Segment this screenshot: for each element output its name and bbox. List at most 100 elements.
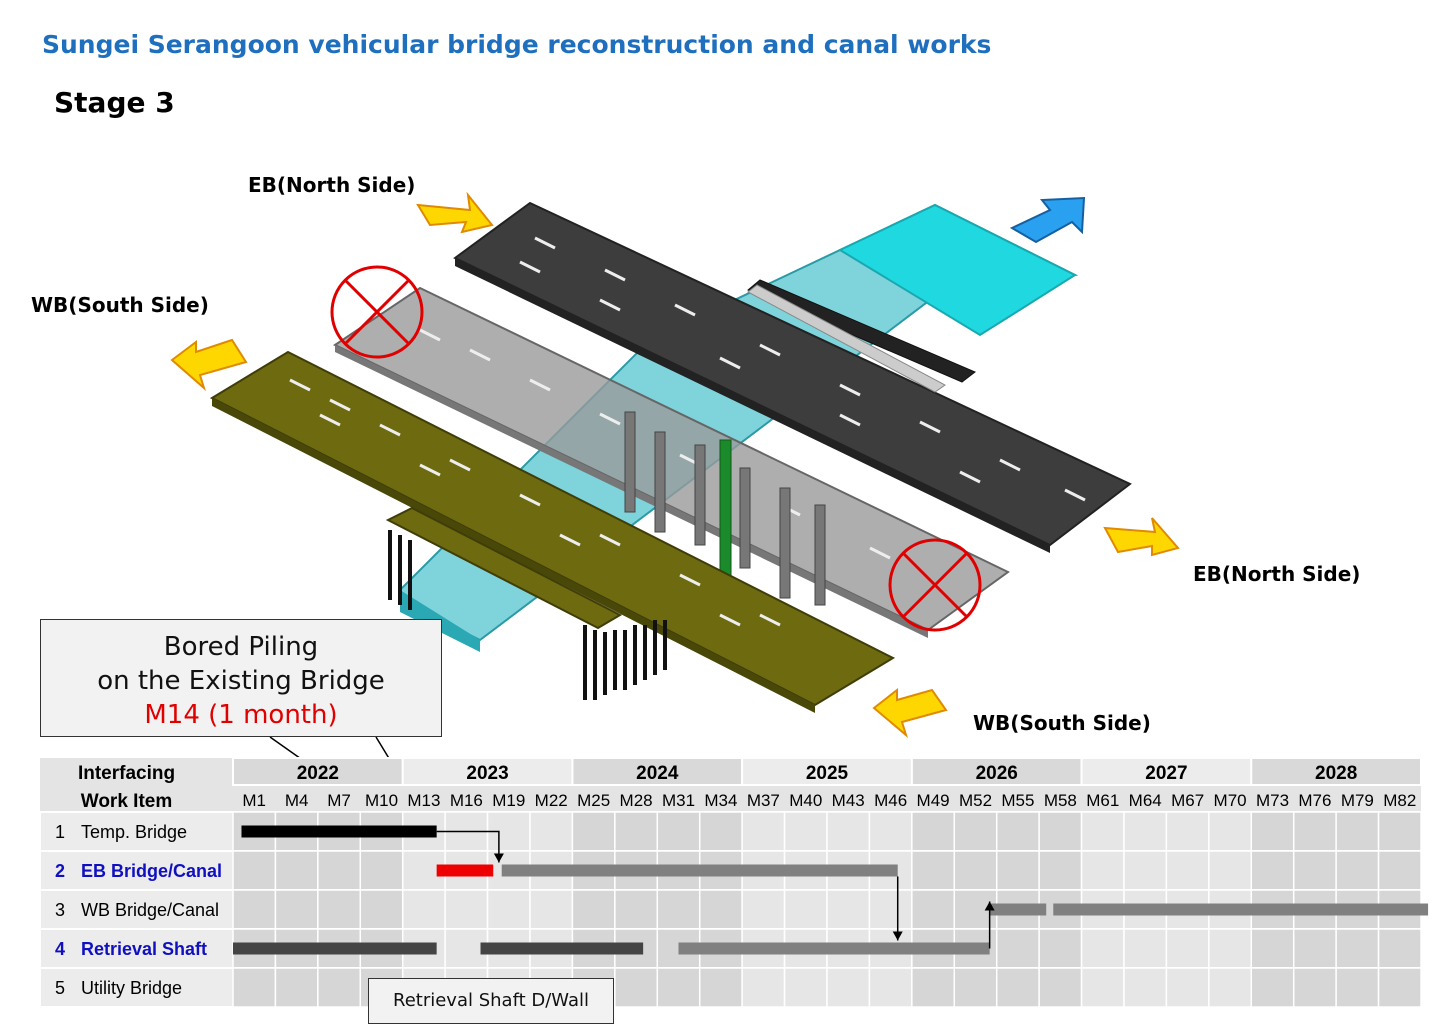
- month-label: M52: [959, 791, 992, 810]
- gantt-cell: [995, 967, 1040, 1008]
- gantt-cell: [571, 889, 616, 930]
- gantt-cell: [1080, 811, 1125, 852]
- month-label: M34: [704, 791, 737, 810]
- steel-beam: [747, 279, 976, 383]
- gantt-bar: [233, 942, 437, 955]
- gantt-cell: [911, 850, 956, 891]
- month-label: M37: [747, 791, 780, 810]
- gantt-cell: [1165, 811, 1210, 852]
- eb-bridge-edge: [455, 258, 1050, 553]
- gantt-cell: [698, 811, 743, 852]
- gantt-cell: [1080, 928, 1125, 969]
- row-number: 2: [55, 861, 65, 881]
- row-label: Temp. Bridge: [81, 822, 187, 842]
- gantt-cell: [1038, 850, 1083, 891]
- gantt-cell: [1123, 967, 1168, 1008]
- concrete-beam: [747, 284, 946, 393]
- month-label: M64: [1129, 791, 1162, 810]
- gantt-cell: [1335, 811, 1380, 852]
- bored-piling-callout: Bored Piling on the Existing Bridge M14 …: [40, 619, 442, 737]
- gantt-cell: [614, 889, 659, 930]
- gantt-cell: [698, 967, 743, 1008]
- gantt-cell: [1165, 850, 1210, 891]
- year-cell: [401, 757, 574, 786]
- gantt-cell: [911, 889, 956, 930]
- gantt-cell: [1208, 967, 1253, 1008]
- month-label: M70: [1214, 791, 1247, 810]
- row-number: 5: [55, 978, 65, 998]
- month-label: M49: [917, 791, 950, 810]
- month-label: M19: [492, 791, 525, 810]
- month-label: M40: [789, 791, 822, 810]
- year-cell: [1080, 757, 1253, 786]
- gantt-cell: [1250, 811, 1295, 852]
- month-label: M10: [365, 791, 398, 810]
- month-label: M73: [1256, 791, 1289, 810]
- row-number: 1: [55, 822, 65, 842]
- gantt-cell: [826, 967, 871, 1008]
- eb-north-label-top: EB(North Side): [248, 173, 416, 197]
- gantt-cell: [1250, 928, 1295, 969]
- gantt-cell: [1335, 967, 1380, 1008]
- gantt-cell: [826, 889, 871, 930]
- gantt-cell: [1292, 967, 1337, 1008]
- flow-arrow: [1009, 196, 1086, 244]
- gantt-cell: [783, 889, 828, 930]
- gantt-cell: [868, 889, 913, 930]
- gantt-cell: [826, 811, 871, 852]
- gantt-bar: [678, 942, 990, 955]
- month-label: M25: [577, 791, 610, 810]
- temp-bridge-piles: [388, 530, 667, 700]
- gantt-cell: [1123, 928, 1168, 969]
- year-label: 2024: [636, 763, 679, 784]
- gantt-cell: [1208, 850, 1253, 891]
- gantt-cell: [1038, 967, 1083, 1008]
- gantt-cell: [1377, 967, 1422, 1008]
- arrow-eb-right: [1103, 517, 1180, 557]
- gantt-cell: [995, 928, 1040, 969]
- gantt-cell: [274, 967, 319, 1008]
- month-label: M16: [450, 791, 483, 810]
- year-cell: [232, 757, 404, 786]
- gantt-cell: [741, 811, 786, 852]
- row-number: 4: [55, 939, 65, 959]
- gantt-cell: [1335, 850, 1380, 891]
- callout-line1: Bored Piling: [163, 632, 319, 662]
- gantt-cell: [359, 850, 404, 891]
- gantt-cell: [1123, 850, 1168, 891]
- arrow-head: [984, 901, 995, 911]
- canal-outlet: [837, 203, 1078, 337]
- gantt-cell: [571, 811, 616, 852]
- gantt-cell: [1377, 928, 1422, 969]
- gantt-cell: [1377, 850, 1422, 891]
- month-label: M31: [662, 791, 695, 810]
- temp-bridge-deck: [385, 506, 623, 630]
- gantt-cell: [1377, 811, 1422, 852]
- gantt-cell: [232, 967, 277, 1008]
- stage-label: Stage 3: [54, 86, 175, 119]
- gantt-cell: [529, 811, 574, 852]
- month-label: M61: [1086, 791, 1119, 810]
- gantt-cell: [868, 967, 913, 1008]
- traffic-arrows: [170, 191, 1180, 738]
- gantt-cell: [995, 811, 1040, 852]
- gantt-cell: [1165, 967, 1210, 1008]
- gantt-cell: [486, 889, 531, 930]
- gantt-cell: [317, 850, 362, 891]
- gantt-bar: [501, 864, 898, 877]
- month-label: M55: [1001, 791, 1034, 810]
- gantt-cell: [783, 811, 828, 852]
- gantt-cell: [911, 967, 956, 1008]
- year-label: 2026: [976, 763, 1018, 784]
- gantt-cell: [1165, 928, 1210, 969]
- arrow-eb-top: [416, 191, 494, 234]
- month-label: M13: [407, 791, 440, 810]
- arrow-head: [493, 853, 504, 863]
- demolish-marker-right: [888, 538, 982, 632]
- gantt-cell: [1250, 967, 1295, 1008]
- dependency-arrow: [436, 830, 500, 863]
- gantt-cell: [1080, 967, 1125, 1008]
- month-label: M28: [620, 791, 653, 810]
- month-label: M67: [1171, 791, 1204, 810]
- year-label: 2028: [1315, 763, 1357, 784]
